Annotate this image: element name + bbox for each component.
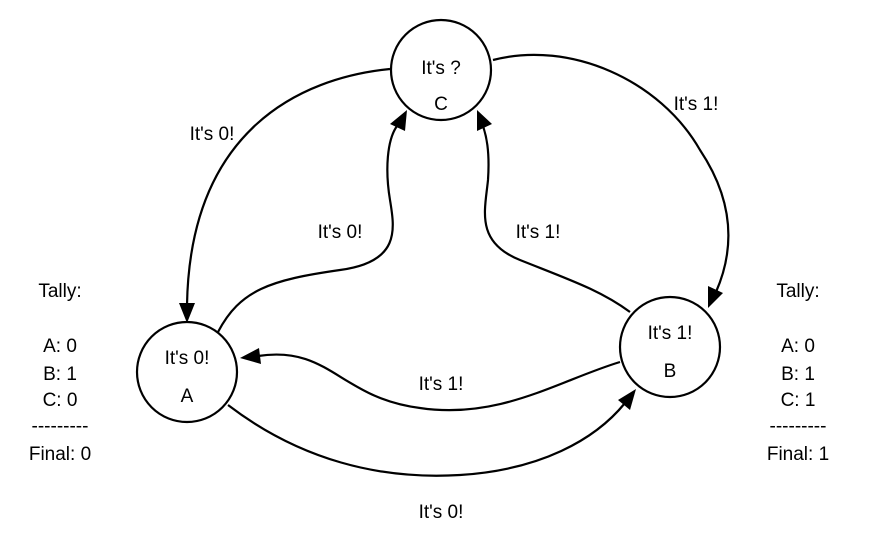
tally-right-line-a: A: 0 <box>781 336 815 357</box>
tally-right: Tally: A: 0 B: 1 C: 1 --------- Final: 1 <box>767 281 829 465</box>
node-b-circle <box>618 295 722 399</box>
edge-c-to-b <box>492 53 730 308</box>
edge-label-b-to-c: It's 1! <box>516 222 561 243</box>
edge-b-to-a-line <box>257 353 621 412</box>
edge-b-to-c-line <box>481 125 631 313</box>
edge-c-to-b-arrowhead <box>708 286 723 308</box>
tally-right-final: Final: 1 <box>767 444 829 465</box>
tally-right-separator: --------- <box>770 416 827 437</box>
node-b-message: It's 1! <box>648 323 693 344</box>
edge-a-to-c-line <box>217 125 398 333</box>
tally-left-title: Tally: <box>38 281 81 302</box>
tally-left-line-a: A: 0 <box>43 336 77 357</box>
node-c-message: It's ? <box>421 58 461 79</box>
tally-right-title: Tally: <box>776 281 819 302</box>
tally-left-line-c: C: 0 <box>43 390 78 411</box>
edge-b-to-c <box>477 110 631 313</box>
node-a: It's 0! A <box>135 320 239 424</box>
edge-a-to-b-arrowhead <box>618 389 636 410</box>
edge-b-to-c-arrowhead <box>477 110 492 131</box>
edge-a-to-b-line <box>227 402 626 477</box>
node-c-id: C <box>434 94 448 115</box>
node-b-id: B <box>664 361 677 382</box>
tally-left-separator: --------- <box>32 416 89 437</box>
tally-right-line-c: C: 1 <box>781 390 816 411</box>
edge-a-to-c <box>217 110 407 333</box>
node-b: It's 1! B <box>618 295 722 399</box>
edge-b-to-a <box>240 348 621 412</box>
edge-label-a-to-b: It's 0! <box>419 502 464 523</box>
edge-label-c-to-a: It's 0! <box>190 124 235 145</box>
edge-c-to-a-line <box>185 67 391 306</box>
edge-a-to-c-arrowhead <box>390 110 407 131</box>
edge-b-to-a-arrowhead <box>240 348 261 364</box>
node-a-message: It's 0! <box>165 348 210 369</box>
edge-c-to-a <box>179 67 391 323</box>
node-a-circle <box>135 320 239 424</box>
node-c: It's ? C <box>389 18 493 122</box>
tally-left: Tally: A: 0 B: 1 C: 0 --------- Final: 0 <box>29 281 91 465</box>
edge-label-c-to-b: It's 1! <box>674 94 719 115</box>
tally-left-line-b: B: 1 <box>43 364 77 385</box>
node-c-circle <box>389 18 493 122</box>
edge-c-to-a-arrowhead <box>179 303 195 323</box>
edge-label-b-to-a: It's 1! <box>419 374 464 395</box>
edge-a-to-b <box>227 389 636 477</box>
tally-left-final: Final: 0 <box>29 444 91 465</box>
edge-c-to-b-line <box>492 53 730 293</box>
edge-label-a-to-c: It's 0! <box>318 222 363 243</box>
node-a-id: A <box>181 386 194 407</box>
tally-right-line-b: B: 1 <box>781 364 815 385</box>
